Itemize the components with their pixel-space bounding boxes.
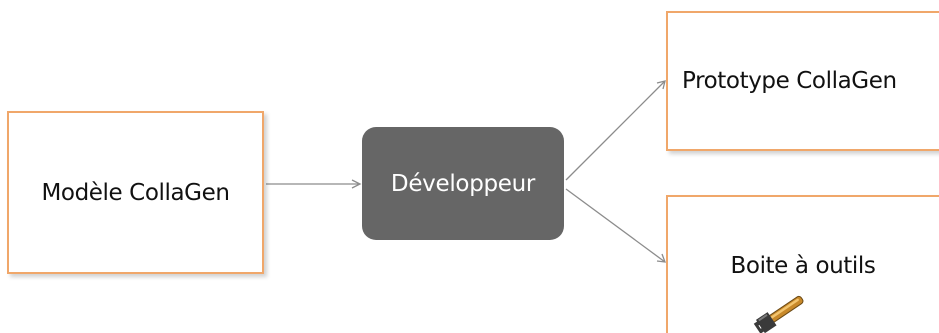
- edge-developer-to-toolbox: [565, 188, 666, 263]
- node-model-collagen-label: Modèle CollaGen: [41, 179, 230, 206]
- edge-model-to-developer-arrowhead: [351, 179, 362, 189]
- node-developer: Développeur: [362, 127, 564, 240]
- node-developer-label: Développeur: [390, 170, 536, 197]
- node-model-collagen: Modèle CollaGen: [7, 111, 264, 274]
- node-prototype-collagen-label: Prototype CollaGen: [682, 68, 897, 94]
- edge-developer-to-prototype-arrowhead: [656, 80, 666, 90]
- edge-developer-to-prototype: [565, 80, 666, 181]
- wrench-icon: [753, 295, 804, 333]
- node-prototype-collagen: Prototype CollaGen: [666, 11, 939, 151]
- edge-developer-to-toolbox-arrowhead: [656, 253, 666, 263]
- node-toolbox-label: Boite à outils: [730, 253, 876, 279]
- node-toolbox: Boite à outils: [666, 195, 939, 333]
